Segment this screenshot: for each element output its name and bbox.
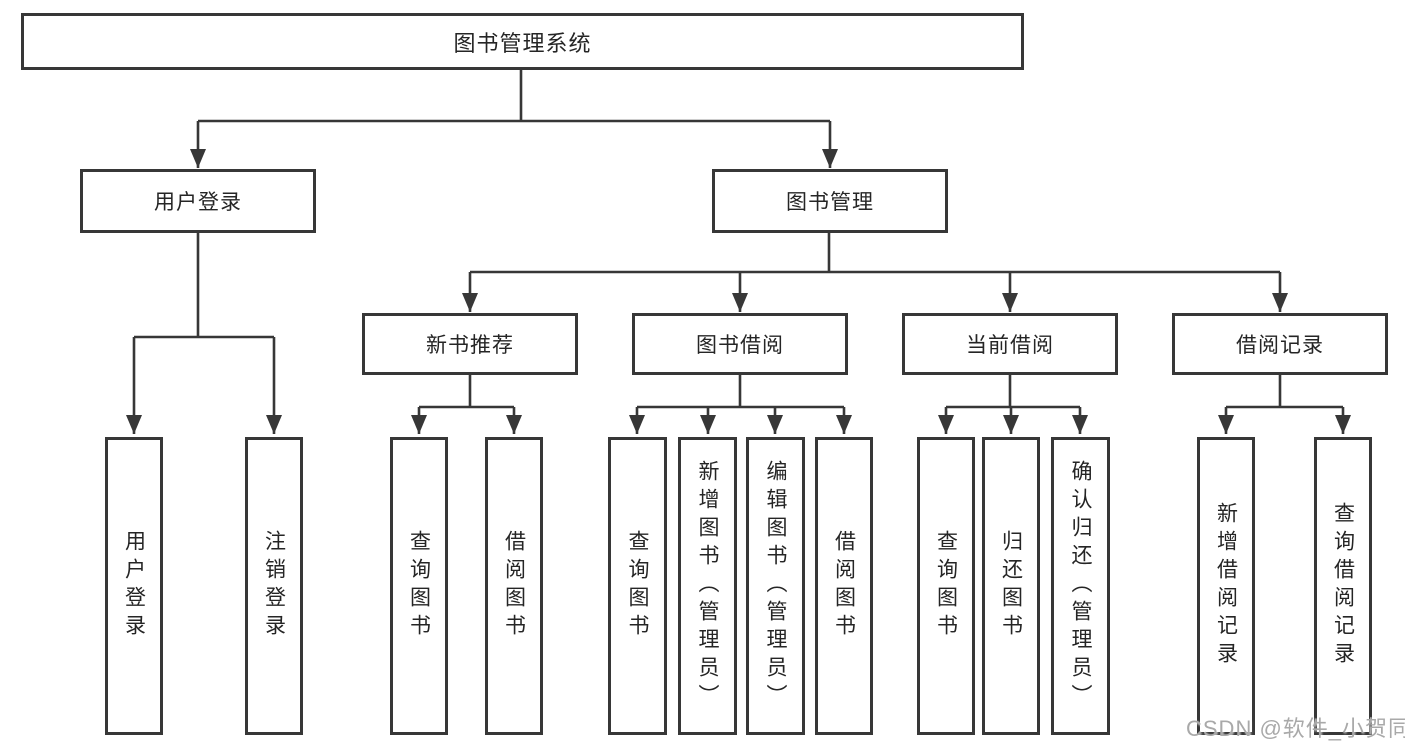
node-label: 借阅图书: [502, 530, 526, 642]
node-root-library-management-system: 图书管理系统: [21, 13, 1024, 70]
node-return-book: 归还图书: [982, 437, 1040, 735]
node-query-borrow-record: 查询借阅记录: [1314, 437, 1372, 735]
node-query-books-current: 查询图书: [917, 437, 975, 735]
node-book-management-module: 图书管理: [712, 169, 948, 233]
node-confirm-return-admin: 确认归还（管理员）: [1051, 437, 1110, 735]
node-add-book-admin: 新增图书（管理员）: [678, 437, 737, 735]
node-label: 归还图书: [999, 530, 1023, 642]
node-query-books-recommend: 查询图书: [390, 437, 448, 735]
node-label: 查询图书: [934, 530, 958, 642]
node-query-books-borrow: 查询图书: [608, 437, 667, 735]
node-edit-book-admin: 编辑图书（管理员）: [746, 437, 805, 735]
node-new-book-recommend: 新书推荐: [362, 313, 578, 375]
node-label: 借阅图书: [832, 530, 856, 642]
node-logout: 注销登录: [245, 437, 303, 735]
node-borrow-books-recommend: 借阅图书: [485, 437, 543, 735]
node-label: 查询借阅记录: [1331, 502, 1355, 670]
node-label: 查询图书: [407, 530, 431, 642]
node-label: 新增图书（管理员）: [696, 460, 719, 712]
node-user-login-module: 用户登录: [80, 169, 316, 233]
node-label: 新增借阅记录: [1214, 502, 1238, 670]
node-label: 注销登录: [262, 530, 286, 642]
node-user-login: 用户登录: [105, 437, 163, 735]
node-borrow-records: 借阅记录: [1172, 313, 1388, 375]
node-label: 确认归还（管理员）: [1069, 460, 1092, 712]
node-book-borrow: 图书借阅: [632, 313, 848, 375]
node-add-borrow-record: 新增借阅记录: [1197, 437, 1255, 735]
node-borrow-books: 借阅图书: [815, 437, 873, 735]
csdn-watermark: CSDN @软件_小贺同学: [1186, 716, 1405, 741]
node-current-borrow: 当前借阅: [902, 313, 1118, 375]
node-label: 查询图书: [626, 530, 649, 642]
node-label: 用户登录: [122, 530, 146, 642]
node-label: 编辑图书（管理员）: [764, 460, 787, 712]
